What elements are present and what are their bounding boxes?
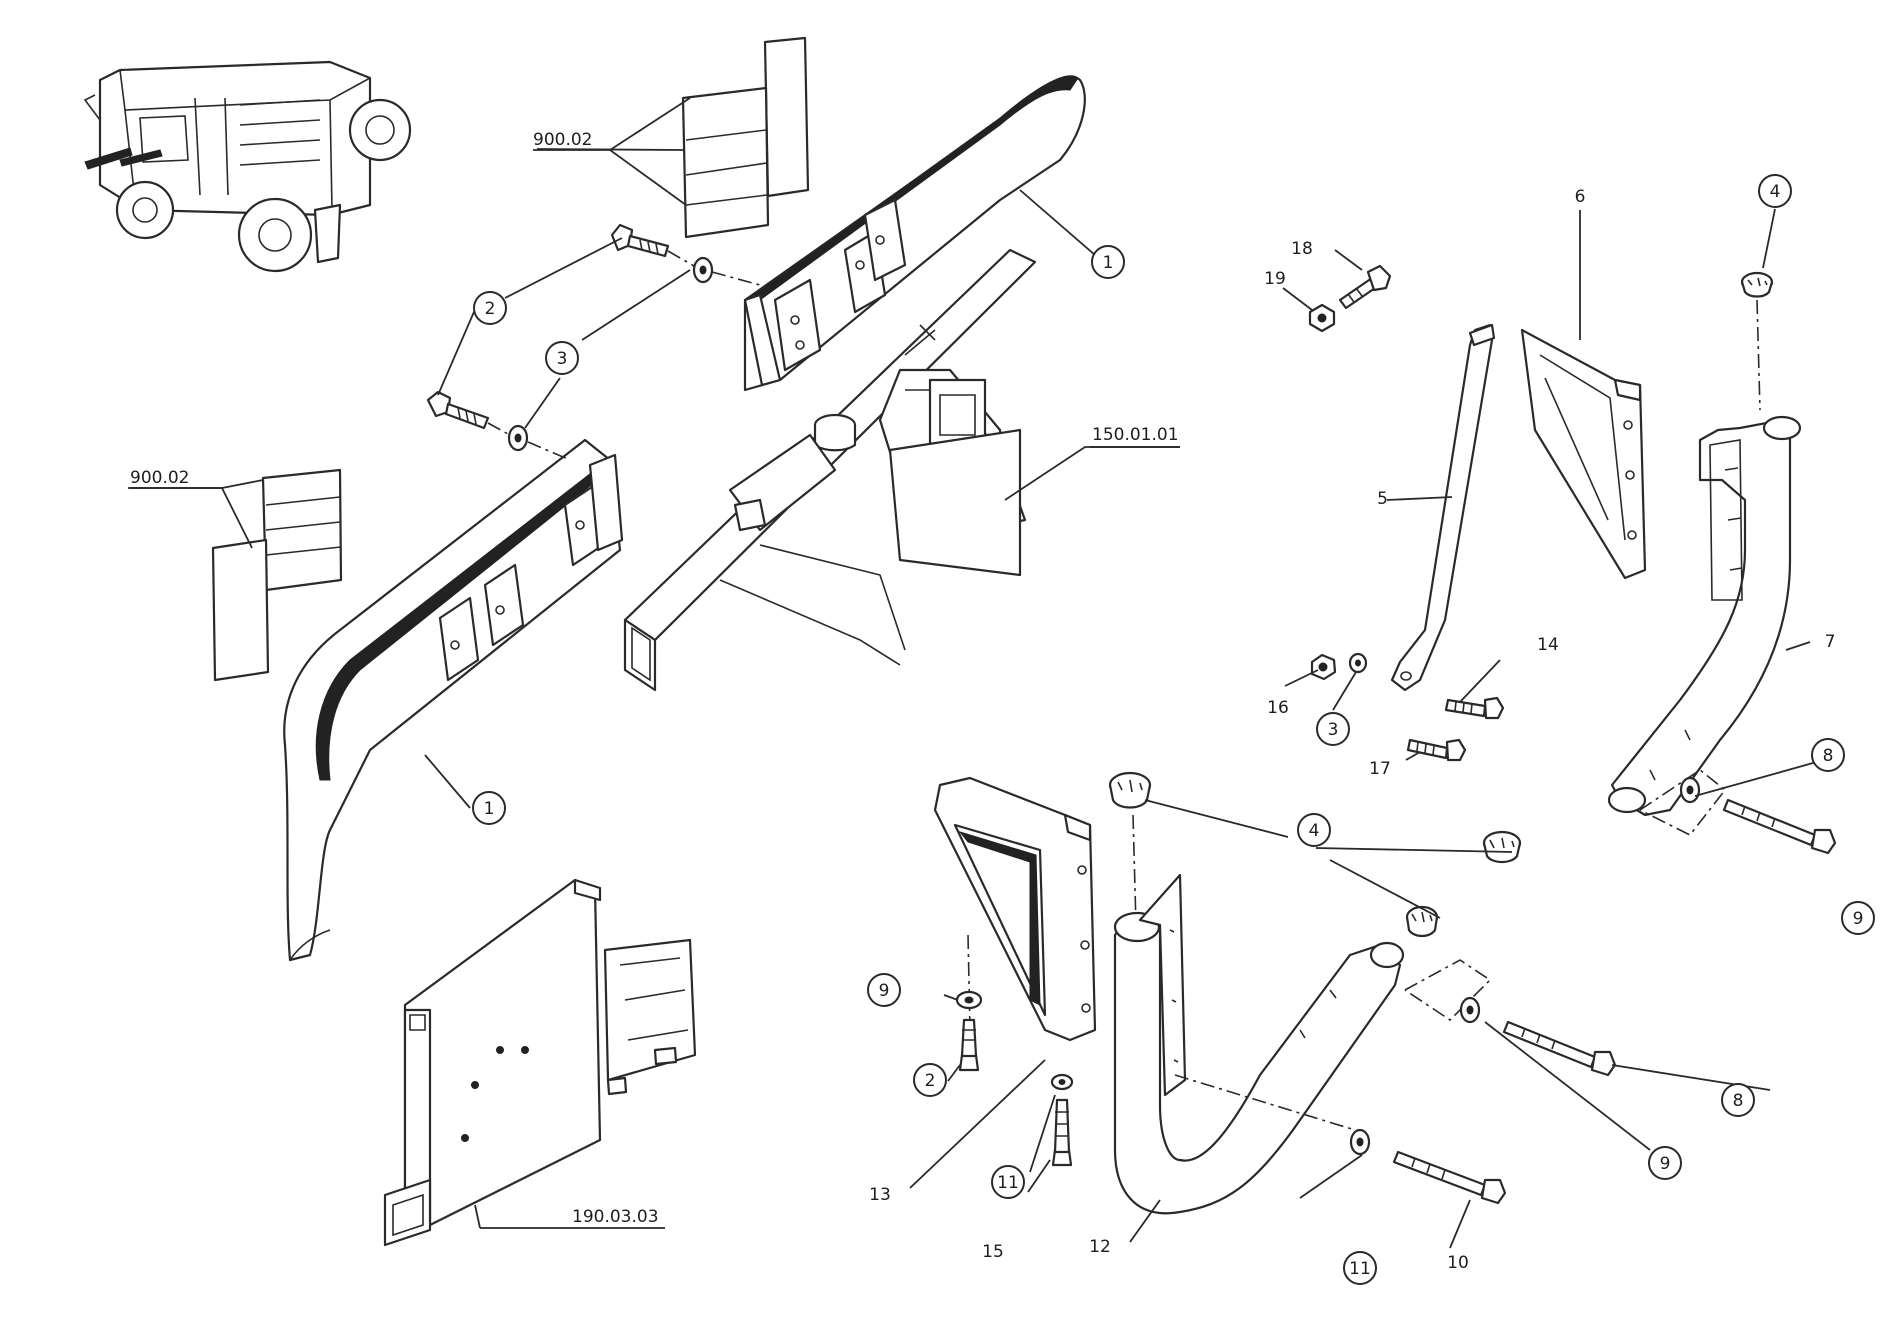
ref-150-01-01: 150.01.01	[1092, 425, 1179, 445]
carrier-arm-12	[1113, 873, 1405, 1215]
washer-9-right-upper	[1679, 776, 1701, 804]
bolt-8-upper	[1722, 798, 1837, 855]
cap-4-upper	[1740, 271, 1774, 298]
callout-2-upper: 2	[473, 291, 507, 325]
carrier-arm-7	[1607, 415, 1802, 817]
label-plate-upper	[681, 36, 810, 239]
callout-1-upper: 1	[1091, 245, 1125, 279]
ref-900-02-upper: 900.02	[533, 130, 592, 150]
callout-6: 6	[1575, 187, 1586, 207]
callout-4-upper: 4	[1758, 174, 1792, 208]
bolt-upper	[610, 223, 670, 258]
callout-11-right: 11	[1343, 1251, 1377, 1285]
bumper-lower	[283, 438, 624, 962]
callouts: 1 1 2 2 3 3 4 4 5 6 7	[472, 174, 1875, 1285]
svg-text:1: 1	[484, 799, 495, 819]
washer-9-lower-left	[955, 990, 983, 1010]
callout-5: 5	[1377, 489, 1388, 509]
svg-text:9: 9	[1853, 909, 1864, 929]
washer-upper	[692, 256, 714, 284]
front-frame	[623, 248, 1037, 692]
stay-rod-5	[1390, 323, 1496, 692]
svg-text:8: 8	[1733, 1091, 1744, 1111]
vehicle-thumbnail	[83, 60, 412, 273]
svg-text:2: 2	[925, 1071, 936, 1091]
callout-3-right: 3	[1316, 712, 1350, 746]
callout-9-lower-left: 9	[867, 973, 901, 1007]
svg-text:4: 4	[1309, 821, 1320, 841]
spare-wheel-carrier	[383, 878, 697, 1247]
callout-9-lower-right: 9	[1648, 1146, 1682, 1180]
svg-text:3: 3	[1328, 720, 1339, 740]
bolt-14	[1444, 696, 1505, 720]
svg-text:3: 3	[557, 349, 568, 369]
cap-4-left	[1108, 771, 1152, 809]
svg-text:11: 11	[997, 1173, 1019, 1193]
nut-19	[1308, 303, 1336, 333]
washer-11-right	[1349, 1128, 1371, 1156]
svg-text:9: 9	[1660, 1154, 1671, 1174]
bolt-8-lower	[1502, 1020, 1617, 1077]
callout-13: 13	[869, 1185, 891, 1205]
callout-1-lower: 1	[472, 791, 506, 825]
callout-14: 14	[1537, 635, 1559, 655]
callout-18: 18	[1291, 239, 1313, 259]
svg-text:4: 4	[1770, 182, 1781, 202]
svg-text:8: 8	[1823, 746, 1834, 766]
callout-12: 12	[1089, 1237, 1111, 1257]
washer-3-right	[1348, 652, 1368, 674]
bolt-17	[1406, 738, 1467, 762]
ref-900-02-lower: 900.02	[130, 468, 189, 488]
bumper-upper	[743, 75, 1086, 392]
screw-2-lower	[958, 1018, 980, 1072]
callout-10: 10	[1447, 1253, 1469, 1273]
callout-19: 19	[1264, 269, 1286, 289]
cap-4-right-b	[1405, 905, 1439, 938]
svg-text:2: 2	[485, 299, 496, 319]
callout-8-upper: 8	[1811, 738, 1845, 772]
callout-11-left: 11	[991, 1165, 1025, 1199]
callout-7: 7	[1825, 632, 1836, 652]
washer-11-lower-left	[1050, 1073, 1074, 1091]
callout-9-upper-right: 9	[1841, 901, 1875, 935]
cap-4-right-a	[1482, 830, 1522, 864]
callout-17: 17	[1369, 759, 1391, 779]
callout-2-lower: 2	[913, 1063, 947, 1097]
callout-16: 16	[1267, 698, 1289, 718]
callout-8-lower: 8	[1721, 1083, 1755, 1117]
bolt-10	[1392, 1150, 1507, 1205]
callout-3-left: 3	[545, 341, 579, 375]
bolt-18	[1338, 264, 1392, 310]
label-plate-lower	[211, 468, 343, 682]
svg-text:9: 9	[879, 981, 890, 1001]
callout-15: 15	[982, 1242, 1004, 1262]
bracket-13	[933, 776, 1097, 1042]
reference-numbers: 900.02 900.02 150.01.01 190.03.03	[128, 130, 1180, 1229]
bolt-lower	[426, 390, 490, 430]
washer-lower	[507, 424, 529, 452]
bracket-6	[1520, 328, 1647, 580]
svg-text:11: 11	[1349, 1259, 1371, 1279]
screw-15	[1051, 1098, 1073, 1167]
svg-text:1: 1	[1103, 253, 1114, 273]
callout-4-lower: 4	[1297, 813, 1331, 847]
washer-9-right-lower	[1459, 996, 1481, 1024]
nut-16	[1310, 653, 1337, 681]
ref-190-03-03: 190.03.03	[572, 1207, 659, 1227]
